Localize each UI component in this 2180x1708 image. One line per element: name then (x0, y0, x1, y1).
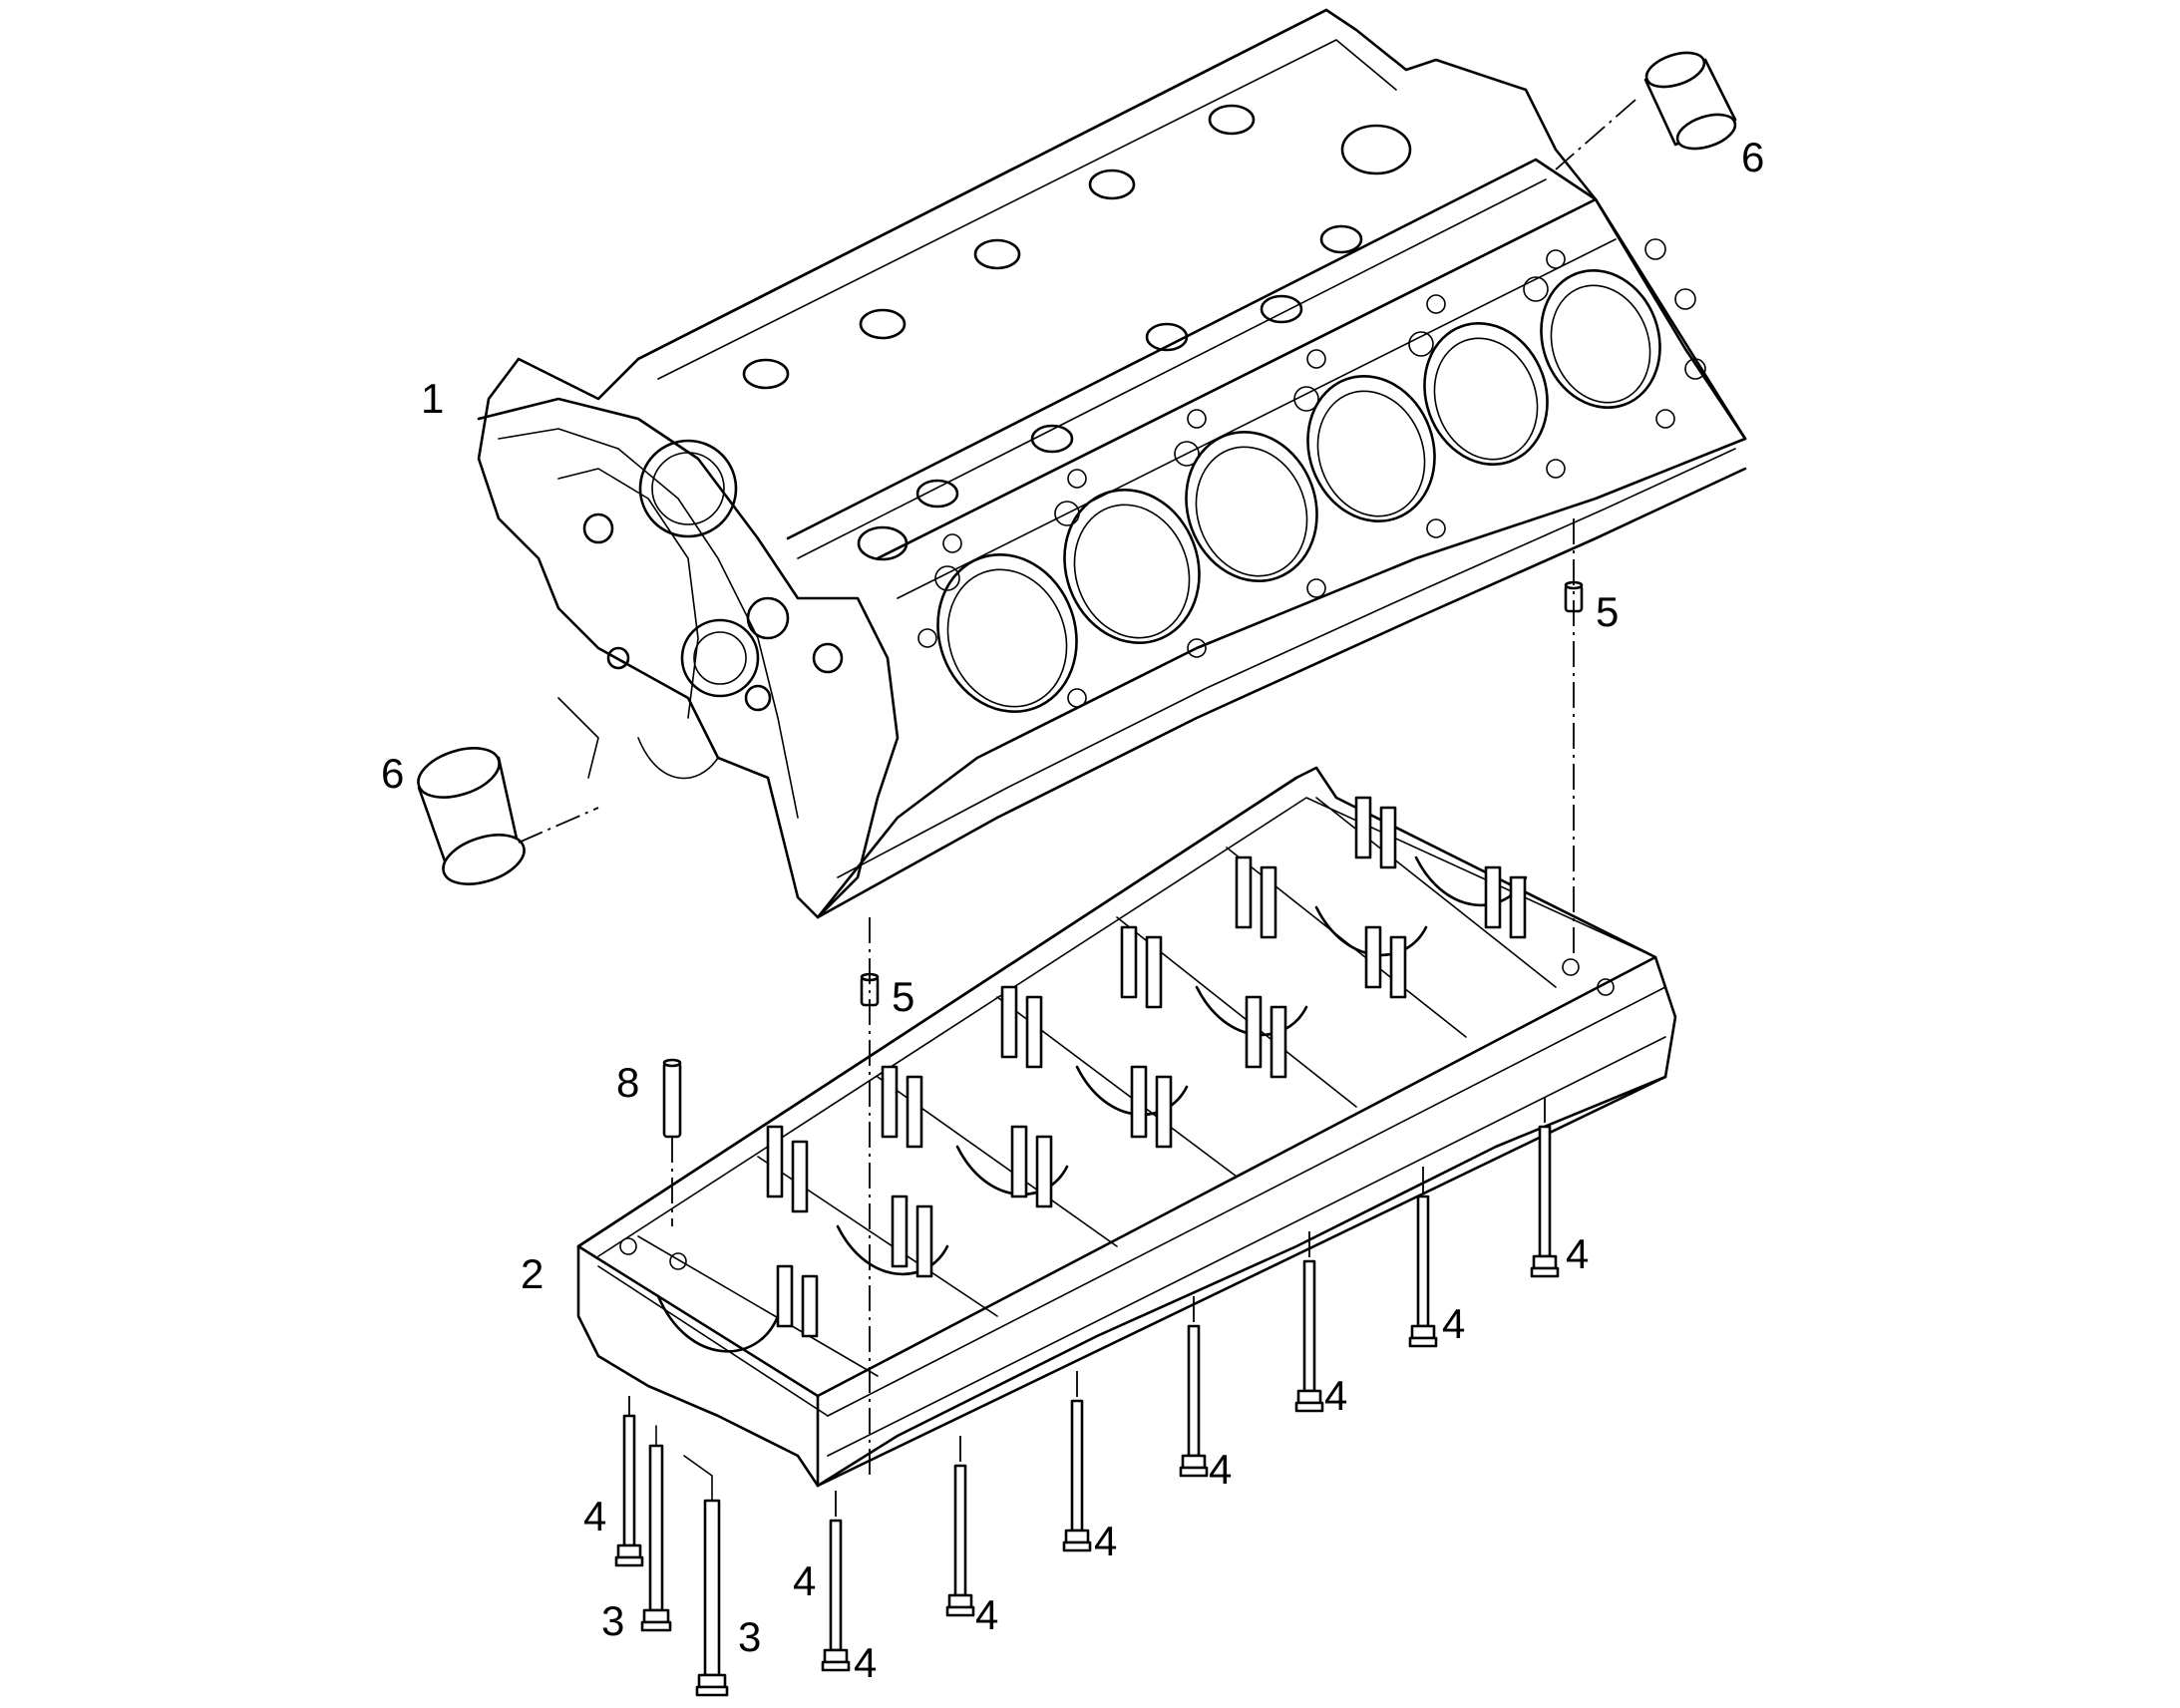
pin (662, 1058, 682, 1139)
callout-bolt: 4 (793, 1557, 816, 1604)
callout-bolt: 4 (975, 1591, 998, 1638)
bolt-4-c (945, 1464, 975, 1617)
bolt-4-h (1530, 1125, 1560, 1278)
callout-pin: 8 (616, 1059, 639, 1106)
callout-bolt: 4 (1566, 1230, 1589, 1277)
callout-bolt: 4 (1209, 1446, 1232, 1493)
cam-bushing-left (417, 747, 526, 885)
callout-bolt: 4 (583, 1493, 606, 1539)
bolt-4-f (1294, 1259, 1324, 1413)
bedplate (576, 766, 1677, 1488)
bolts (614, 1125, 1560, 1697)
engine-block (477, 8, 1747, 919)
callout-long-bolt: 3 (601, 1597, 624, 1644)
callout-dowel-left: 5 (892, 973, 914, 1020)
callout-bolt: 4 (1324, 1372, 1347, 1419)
bearing-studs (766, 796, 1527, 1338)
cylinder-bores (936, 268, 1661, 713)
assembly-lines (518, 99, 1636, 1521)
callout-labels: 1 2 6 6 5 5 8 4 4 4 4 4 4 4 4 4 4 3 3 (381, 134, 1764, 1686)
bolt-3-a (640, 1444, 672, 1632)
bolt-4-g (1408, 1195, 1438, 1348)
callout-long-bolt: 3 (738, 1613, 761, 1660)
callout-dowel-right: 5 (1596, 588, 1619, 635)
callout-engine-block: 1 (421, 375, 444, 422)
bolt-4-a (614, 1414, 644, 1567)
bolt-4-d (1062, 1399, 1092, 1552)
bolt-3-b (695, 1499, 729, 1697)
injector-bores (742, 104, 1363, 509)
dowel-right (1564, 580, 1584, 613)
head-bolt-holes (917, 238, 1706, 708)
bolt-4-b (821, 1519, 851, 1672)
callout-bolt: 4 (1442, 1300, 1465, 1347)
callout-bushing-right: 6 (1741, 134, 1764, 180)
callout-bolt: 4 (854, 1639, 877, 1686)
callout-bedplate: 2 (521, 1250, 544, 1297)
callout-bolt: 4 (1094, 1518, 1117, 1564)
bolt-4-e (1179, 1324, 1209, 1478)
cam-bushing-right (1643, 51, 1737, 151)
callout-bushing-left: 6 (381, 750, 404, 797)
